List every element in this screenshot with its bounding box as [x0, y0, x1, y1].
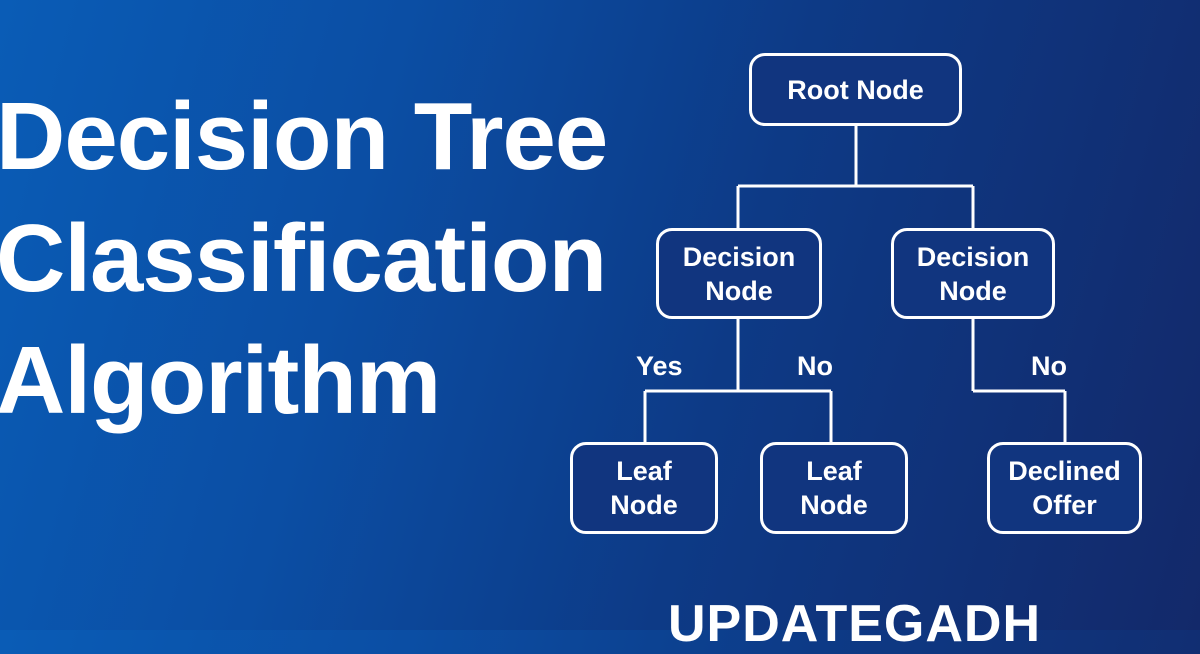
leaf-node-1: Leaf Node [570, 442, 718, 534]
decision-node-left-line1: Decision [682, 241, 796, 272]
tree-connectors [0, 0, 1200, 630]
title-line-3: Algorithm [0, 327, 441, 434]
edge-label-no-right: No [1031, 351, 1067, 381]
edge-label-yes: Yes [636, 351, 683, 381]
brand-watermark: UPDATEGADH [668, 595, 1042, 653]
leaf-node-1-line2: Node [610, 490, 678, 520]
leaf-node-1-line1: Leaf [616, 456, 672, 486]
declined-offer-line2: Offer [1032, 490, 1097, 520]
decision-node-left-line2: Node [705, 275, 773, 306]
title-line-1: Decision Tree [0, 83, 608, 190]
declined-offer-line1: Declined [1008, 456, 1121, 486]
title-line-2: Classification [0, 205, 607, 312]
declined-offer-node: Declined Offer [987, 442, 1142, 534]
page-title: Decision Tree Classification Algorithm [0, 76, 608, 442]
leaf-node-2: Leaf Node [760, 442, 908, 534]
decision-node-right-line2: Node [939, 275, 1007, 306]
root-node: Root Node [749, 53, 962, 126]
decision-node-right-line1: Decision [916, 241, 1030, 272]
decision-node-right: Decision Node [891, 228, 1055, 319]
decision-node-left: Decision Node [656, 228, 822, 319]
root-node-label: Root Node [787, 74, 924, 105]
edge-label-no-left: No [797, 351, 833, 381]
leaf-node-2-line2: Node [800, 490, 868, 520]
leaf-node-2-line1: Leaf [806, 456, 862, 486]
